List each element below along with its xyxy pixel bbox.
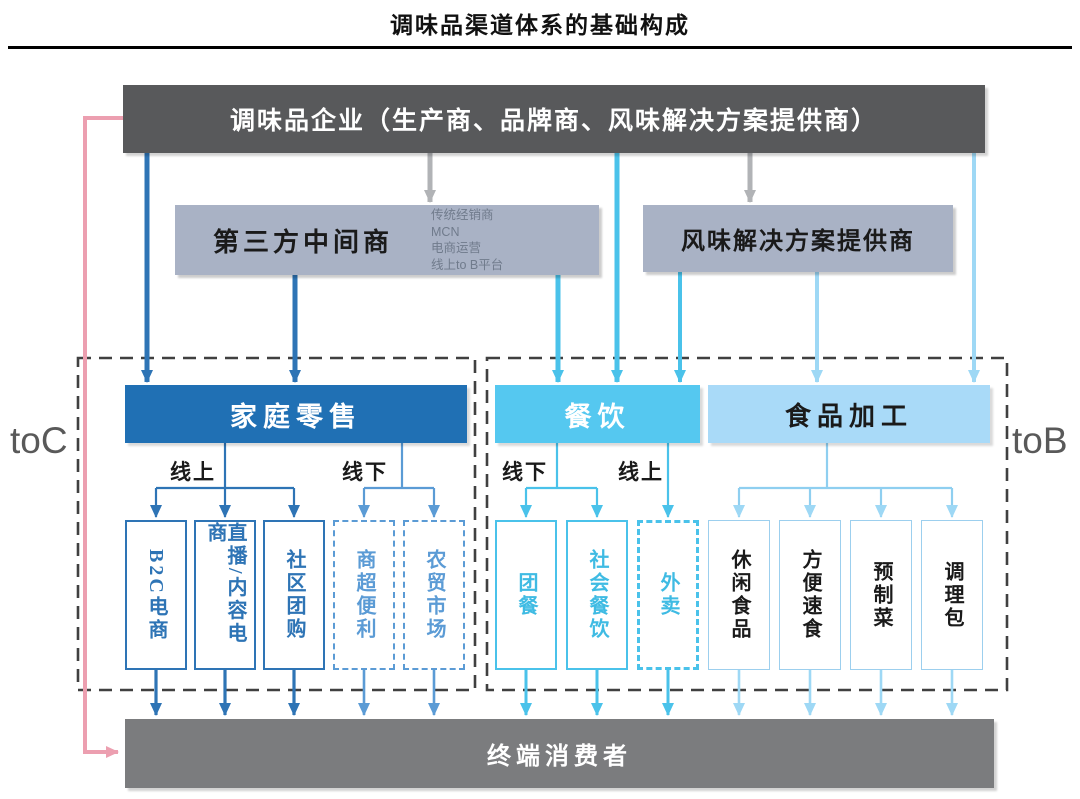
catering-category-box: 餐饮: [495, 385, 700, 443]
catering-offline-tree: [520, 443, 603, 518]
retail-online-label: 线上: [170, 460, 216, 484]
arrows-from-middlemen: [289, 275, 564, 383]
channel-farmers-market: 农贸市场: [403, 520, 465, 670]
arrows-from-enterprise: [141, 153, 980, 383]
foodproc-category-box: 食品加工: [708, 385, 990, 443]
retail-online-tree: [150, 443, 300, 518]
toc-tag: toC: [10, 420, 68, 461]
channel-seasoning-pack: 调理包: [921, 520, 983, 670]
channel-prepared-dishes: 预制菜: [850, 520, 912, 670]
pink-direct-arrow: [83, 116, 123, 758]
channel-livestream-content-ecommerce: 直播/内容电商: [194, 520, 256, 670]
toc-dashed-container: [76, 356, 477, 692]
middlemen-sublist: 传统经销商 MCN 电商运营 线上to B平台: [431, 207, 599, 273]
tob-tag: toB: [1012, 420, 1068, 461]
enterprise-label: 调味品企业（生产商、品牌商、风味解决方案提供商）: [229, 108, 878, 135]
middlemen-subitem: MCN: [431, 224, 460, 239]
end-consumer-label: 终端消费者: [487, 744, 632, 770]
middlemen-subitem: 线上to B平台: [431, 257, 504, 272]
leaf-to-consumer-arrows: [150, 670, 958, 716]
channel-community-group-buy: 社区团购: [263, 520, 325, 670]
channel-social-catering: 社会餐饮: [566, 520, 628, 670]
retail-offline-tree: [358, 443, 440, 518]
diagram-title: 调味品渠道体系的基础构成: [390, 13, 690, 38]
catering-online-label: 线上: [618, 460, 664, 484]
middlemen-subitem: 电商运营: [431, 241, 482, 255]
enterprise-box: 调味品企业（生产商、品牌商、风味解决方案提供商）: [123, 85, 985, 153]
flavor-provider-label: 风味解决方案提供商: [681, 229, 915, 255]
retail-category-label: 家庭零售: [230, 401, 362, 432]
middlemen-subitem: 传统经销商: [431, 208, 494, 222]
title-divider: [8, 46, 1072, 49]
channel-supermarket-convenience: 商超便利: [333, 520, 395, 670]
foodproc-category-label: 食品加工: [784, 401, 913, 431]
catering-category-label: 餐饮: [564, 401, 631, 432]
middlemen-box: 第三方中间商 传统经销商 MCN 电商运营 线上to B平台: [175, 205, 599, 275]
tob-dashed-container: [485, 356, 1009, 692]
channel-instant-food: 方便速食: [779, 520, 841, 670]
flavor-provider-box: 风味解决方案提供商: [643, 205, 953, 272]
end-consumer-box: 终端消费者: [125, 719, 994, 788]
channel-b2c-ecommerce: B2C电商: [125, 520, 187, 670]
foodproc-tree: [733, 443, 958, 518]
channel-group-catering: 团餐: [495, 520, 557, 670]
catering-offline-label: 线下: [502, 460, 548, 484]
middlemen-label: 第三方中间商: [212, 227, 393, 257]
channel-food-delivery: 外卖: [637, 520, 699, 670]
arrows-from-flavor-provider: [674, 272, 823, 383]
retail-offline-label: 线下: [342, 460, 388, 484]
channel-snack-food: 休闲食品: [708, 520, 770, 670]
retail-category-box: 家庭零售: [125, 385, 467, 443]
